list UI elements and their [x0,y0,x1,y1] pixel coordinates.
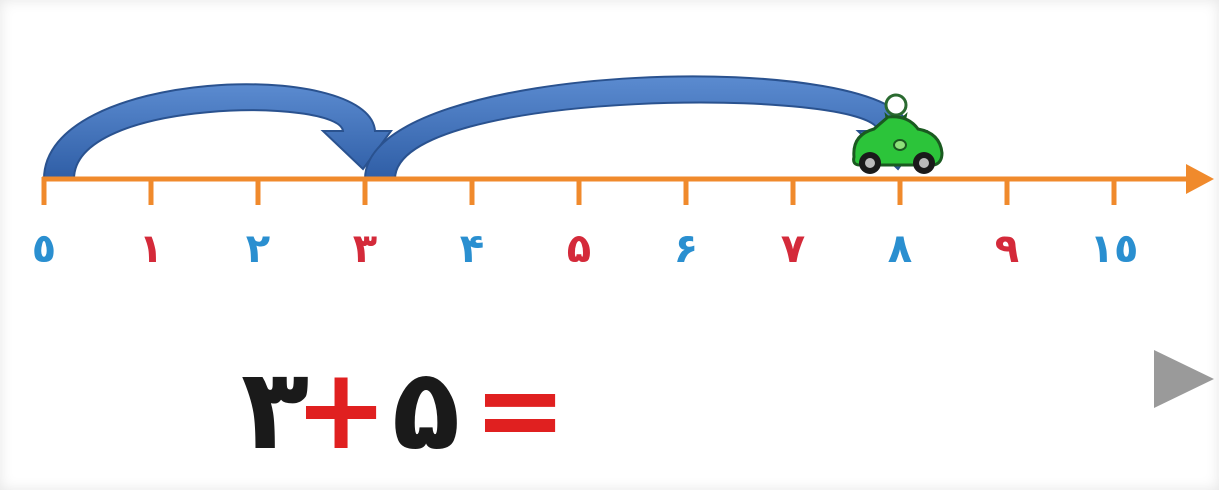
jump-arrow-3-to-8 [363,75,928,180]
equation-second-addend: ۵ [392,345,460,475]
tick-label-5: ۵ [567,226,591,272]
jump-arrow-0-to-3 [42,83,393,180]
tick-label-4: ۴ [460,226,484,272]
number-line-ticks: ٥ ١ ٢ ٣ ۴ ۵ ۶ ٧ ٨ ٩ ١٥ [32,177,1139,272]
tick-label-6: ۶ [674,226,698,272]
tick-label-9: ٩ [995,226,1019,272]
tick-label-2: ٢ [246,226,270,272]
tick-label-3: ٣ [353,226,377,272]
play-arrow-icon[interactable] [1154,350,1214,408]
equation-equals-sign: = [473,345,567,475]
equation: ٣ + ۵ = [241,345,567,475]
jump-arrows [42,75,928,180]
tick-label-1: ١ [139,226,163,272]
tick-label-0: ٥ [32,226,56,272]
tick-label-8: ٨ [888,226,912,272]
equation-plus-sign: + [294,345,388,475]
car-icon [852,93,944,174]
equation-first-addend: ٣ [241,345,309,475]
tick-label-7: ٧ [781,226,805,272]
tick-label-10: ١٥ [1090,226,1139,272]
axis-arrowhead [1186,164,1214,194]
